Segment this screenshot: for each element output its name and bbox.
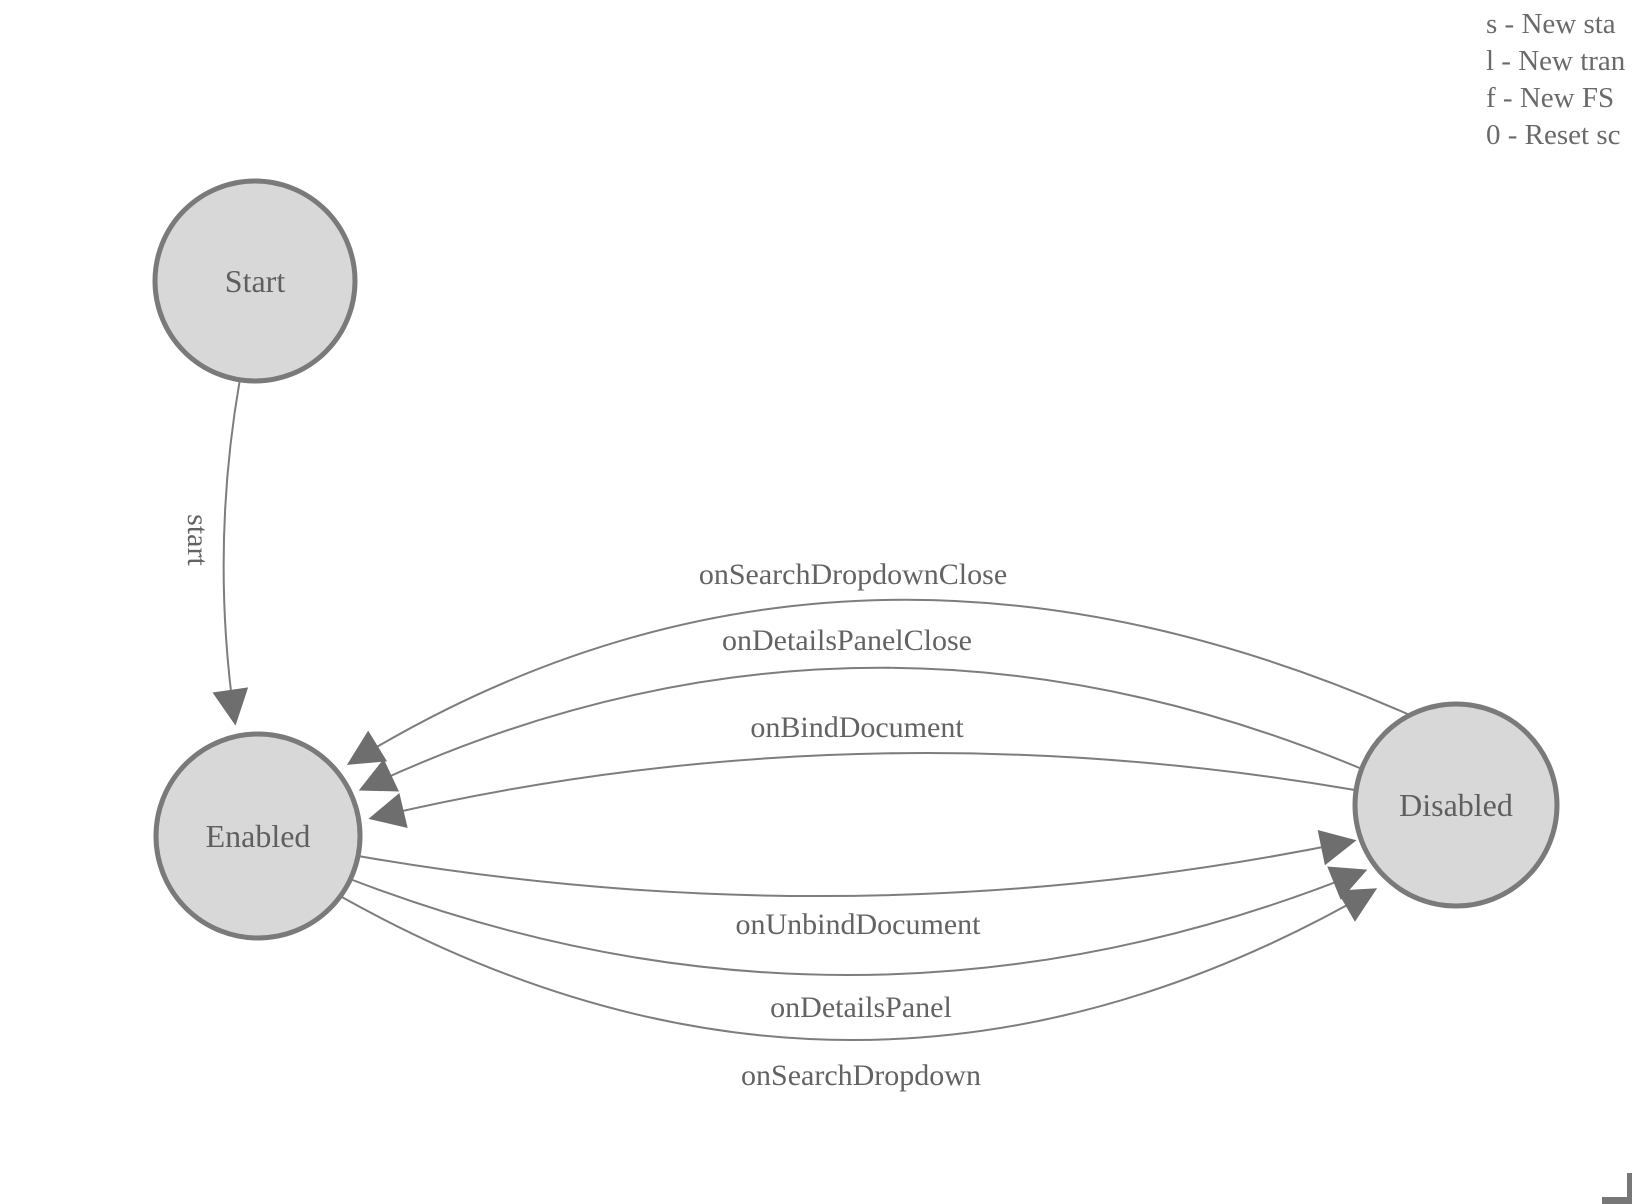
transition-onSearchDropdownClose[interactable]: onSearchDropdownClose — [346, 558, 1413, 765]
transition-label-onBindDocument[interactable]: onBindDocument — [750, 711, 964, 744]
transition-onDetailsPanelClose-path[interactable] — [358, 666, 1363, 792]
legend-line-new-fsm: f - New FS — [1486, 82, 1615, 114]
transition-onDetailsPanel[interactable]: onDetailsPanel — [349, 866, 1368, 1024]
transition-start-path[interactable] — [212, 378, 249, 726]
legend-line-new-state: s - New sta — [1486, 8, 1616, 40]
state-circle-start[interactable] — [152, 178, 358, 384]
shortcut-legend: s - New sta l - New tran f - New FS 0 - … — [1486, 6, 1625, 154]
transition-label-onUnbindDocument[interactable]: onUnbindDocument — [736, 908, 982, 941]
transition-onBindDocument[interactable]: onBindDocument — [368, 711, 1356, 829]
legend-line-reset-scale: 0 - Reset sc — [1486, 119, 1621, 151]
transition-label-onDetailsPanelClose[interactable]: onDetailsPanelClose — [722, 624, 972, 657]
state-circle-enabled[interactable] — [153, 731, 363, 941]
state-label-enabled: Enabled — [206, 818, 311, 854]
offscreen-element-corner — [1602, 1173, 1632, 1204]
transition-onDetailsPanelClose[interactable]: onDetailsPanelClose — [358, 624, 1363, 792]
transition-onSearchDropdownClose-path[interactable] — [346, 598, 1413, 765]
transition-onSearchDropdown-path[interactable] — [339, 888, 1378, 1041]
transition-onBindDocument-path[interactable] — [368, 752, 1356, 829]
transition-onUnbindDocument[interactable]: onUnbindDocument — [357, 829, 1357, 941]
transition-onDetailsPanel-path[interactable] — [349, 866, 1368, 977]
state-circle-disabled[interactable] — [1352, 701, 1560, 909]
transition-label-onSearchDropdown[interactable]: onSearchDropdown — [741, 1059, 981, 1092]
state-node-start[interactable]: Start — [152, 178, 358, 384]
transition-label-onSearchDropdownClose[interactable]: onSearchDropdownClose — [699, 558, 1007, 591]
transition-onUnbindDocument-path[interactable] — [357, 829, 1357, 898]
state-node-enabled[interactable]: Enabled — [153, 731, 363, 941]
state-label-start: Start — [225, 263, 286, 299]
transition-onSearchDropdown[interactable]: onSearchDropdown — [339, 888, 1378, 1092]
state-label-disabled: Disabled — [1399, 787, 1513, 823]
transition-label-start[interactable]: start — [181, 514, 214, 566]
state-node-disabled[interactable]: Disabled — [1352, 701, 1560, 909]
transition-start[interactable]: start — [181, 378, 249, 726]
legend-line-new-transition: l - New tran — [1486, 45, 1626, 77]
transition-label-onDetailsPanel[interactable]: onDetailsPanel — [770, 991, 952, 1024]
